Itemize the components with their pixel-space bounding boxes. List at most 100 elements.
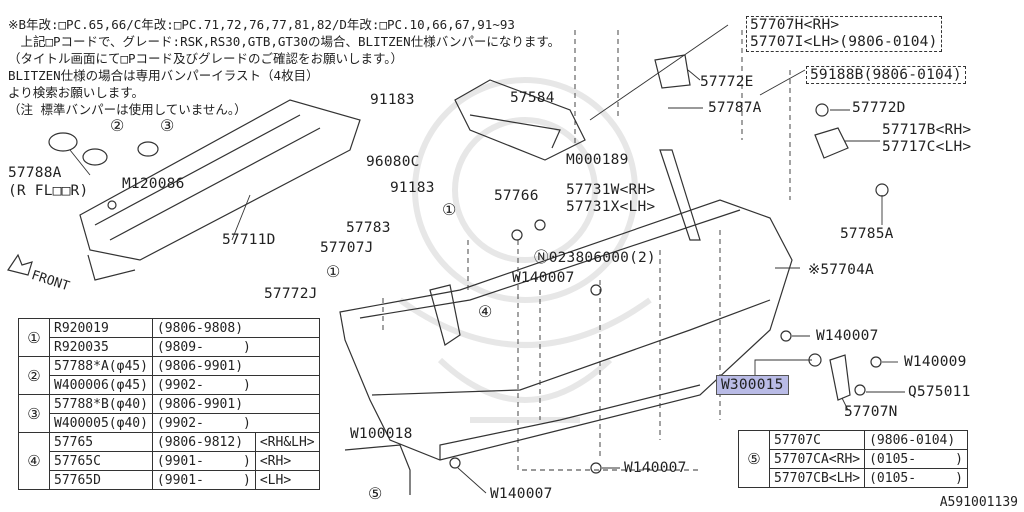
table-cell-date: (9901- ) [151,470,256,490]
reinforcement-beam [79,99,361,261]
catalog-number: A591001139 [939,495,1018,510]
table-cell-date: (9806-9901) [151,356,320,376]
bolt-w140009 [870,356,882,368]
table-cell-num: ③ [18,394,50,433]
plug-2 [82,148,108,166]
part-label-m120086[interactable]: M120086 [122,176,185,192]
part-label-57711d[interactable]: 57711D [222,232,276,248]
table-cell-part: 57765 [49,432,153,452]
note-line: より検索お願いします。 [8,85,145,100]
part-label-96080c[interactable]: 96080C [366,154,420,170]
lower-stay-5 [344,444,411,495]
bumper-bracket [454,79,586,161]
part-label-59188b[interactable]: 59188B(9806-0104) [806,66,966,84]
part-label-57783[interactable]: 57783 [346,220,391,236]
table-cell-part: 57707C [768,430,866,450]
table-cell-date: (9806-9901) [151,394,320,414]
part-label-57731w[interactable]: 57731W<RH> 57731X<LH> [566,182,656,215]
table-row: W400005(φ40) (9902- ) [19,413,320,433]
table-row: ⑤ 57707C (9806-0104) [738,430,969,488]
table-row: ③ 57788*B(φ40) (9806-9901) [18,394,320,433]
table-row: 57707CA<RH> (0105- ) [739,449,969,469]
callout-1-lower: ① [326,262,341,281]
nut-023806 [534,219,546,231]
callout-1: ① [442,200,457,219]
clip-w140007b [780,330,792,342]
table-cell-part: R920019 [49,318,153,338]
table-cell-part: 57765C [49,451,153,471]
table-cell-num: ② [18,356,50,395]
table-cell-part: R920035 [49,337,153,357]
plug-57788a [48,132,78,152]
part-label-57772j[interactable]: 57772J [264,286,318,302]
callout-2: ② [110,116,125,135]
part-label-q575011[interactable]: Q575011 [908,384,971,400]
table-row: ① R920019 (9806-9808) [18,318,320,357]
part-label-w140009[interactable]: W140009 [904,354,967,370]
table-cell-part: W400006(φ45) [49,375,153,395]
table-cell-part: 57788*B(φ40) [49,394,153,414]
note-line: （タイトル画面にて□Pコード及びグレードのご確認をお願いします。） [8,51,404,66]
part-label-57584[interactable]: 57584 [510,90,555,106]
part-label-57707h[interactable]: 57707H<RH> 57707I<LH>(9806-0104) [746,16,942,52]
table-cell-date: (0105- ) [864,449,969,469]
clip-w140007d [449,457,461,469]
part-label-91183-lower[interactable]: 91183 [390,180,435,196]
bolt-m120086 [107,200,117,210]
table-row: ② 57788*A(φ45) (9806-9901) [18,356,320,395]
callout-4: ④ [478,302,493,321]
table-cell-date: (9901- ) [151,451,256,471]
table-row: 57765D (9901- ) <LH> [19,470,320,490]
clip-57772d [815,103,829,117]
part-label-m000189[interactable]: M000189 [566,152,629,168]
part-label-57788a[interactable]: 57788A (R FL□□R) [8,165,89,199]
table-cell-num: ④ [18,432,50,490]
callout-5: ⑤ [368,484,383,503]
part-label-w140007[interactable]: W140007 [512,270,575,286]
pad-57772e [654,54,691,89]
part-label-w100018[interactable]: W100018 [350,426,413,442]
table-cell-date: (9902- ) [151,375,320,395]
plug-3 [137,141,159,157]
part-label-w140007-right[interactable]: W140007 [816,328,879,344]
part-label-57766[interactable]: 57766 [494,188,539,204]
table-cell-part: 57707CA<RH> [768,449,866,469]
table-cell-part: W400005(φ40) [49,413,153,433]
table-cell-date: (9806-9812) [151,432,256,452]
part-label-w300015[interactable]: W300015 [716,375,789,395]
part-label-57785a[interactable]: 57785A [840,226,894,242]
part-label-w140007-bottom[interactable]: W140007 [624,460,687,476]
table-cell-date: (9806-0104) [864,430,969,450]
bolt-q575011 [854,384,866,396]
part-label-57772d[interactable]: 57772D [852,100,906,116]
note-line: （注 標準バンパーは使用していません。） [8,102,247,117]
table-cell-date: (9806-9808) [151,318,320,338]
part-label-57707j[interactable]: 57707J [320,240,374,256]
table-cell-date: (0105- ) [864,468,969,488]
part-label-57772e[interactable]: 57772E [700,74,754,90]
table-cell-part: 57765D [49,470,153,490]
part-label-57704a[interactable]: ※57704A [808,262,874,278]
part-label-57707n[interactable]: 57707N [844,404,898,420]
part-label-023806000[interactable]: Ⓝ023806000(2) [534,250,656,266]
part-label-91183[interactable]: 91183 [370,92,415,108]
part-label-57787a[interactable]: 57787A [708,100,762,116]
stay-57707n [829,354,851,401]
callout-3: ③ [160,116,175,135]
table-cell-date: (9902- ) [151,413,320,433]
part-label-w140007-lower[interactable]: W140007 [490,486,553,502]
table-cell-extra: <RH> [254,451,320,471]
stay-57787A [659,149,701,241]
reference-table-left: ① R920019 (9806-9808) R920035 (9809- ) ②… [18,318,320,490]
table-cell-num: ⑤ [738,430,770,488]
part-label-57717b[interactable]: 57717B<RH> 57717C<LH> [882,122,972,155]
bracket-57717 [814,127,849,159]
front-arrow [7,253,33,276]
table-row: W400006(φ45) (9902- ) [19,375,320,395]
bolt-57785a [875,183,889,197]
table-cell-part: 57707CB<LH> [768,468,866,488]
note-line: ※B年改:□PC.65,66/C年改:□PC.71,72,76,77,81,82… [8,17,515,32]
table-cell-date: (9809- ) [151,337,320,357]
